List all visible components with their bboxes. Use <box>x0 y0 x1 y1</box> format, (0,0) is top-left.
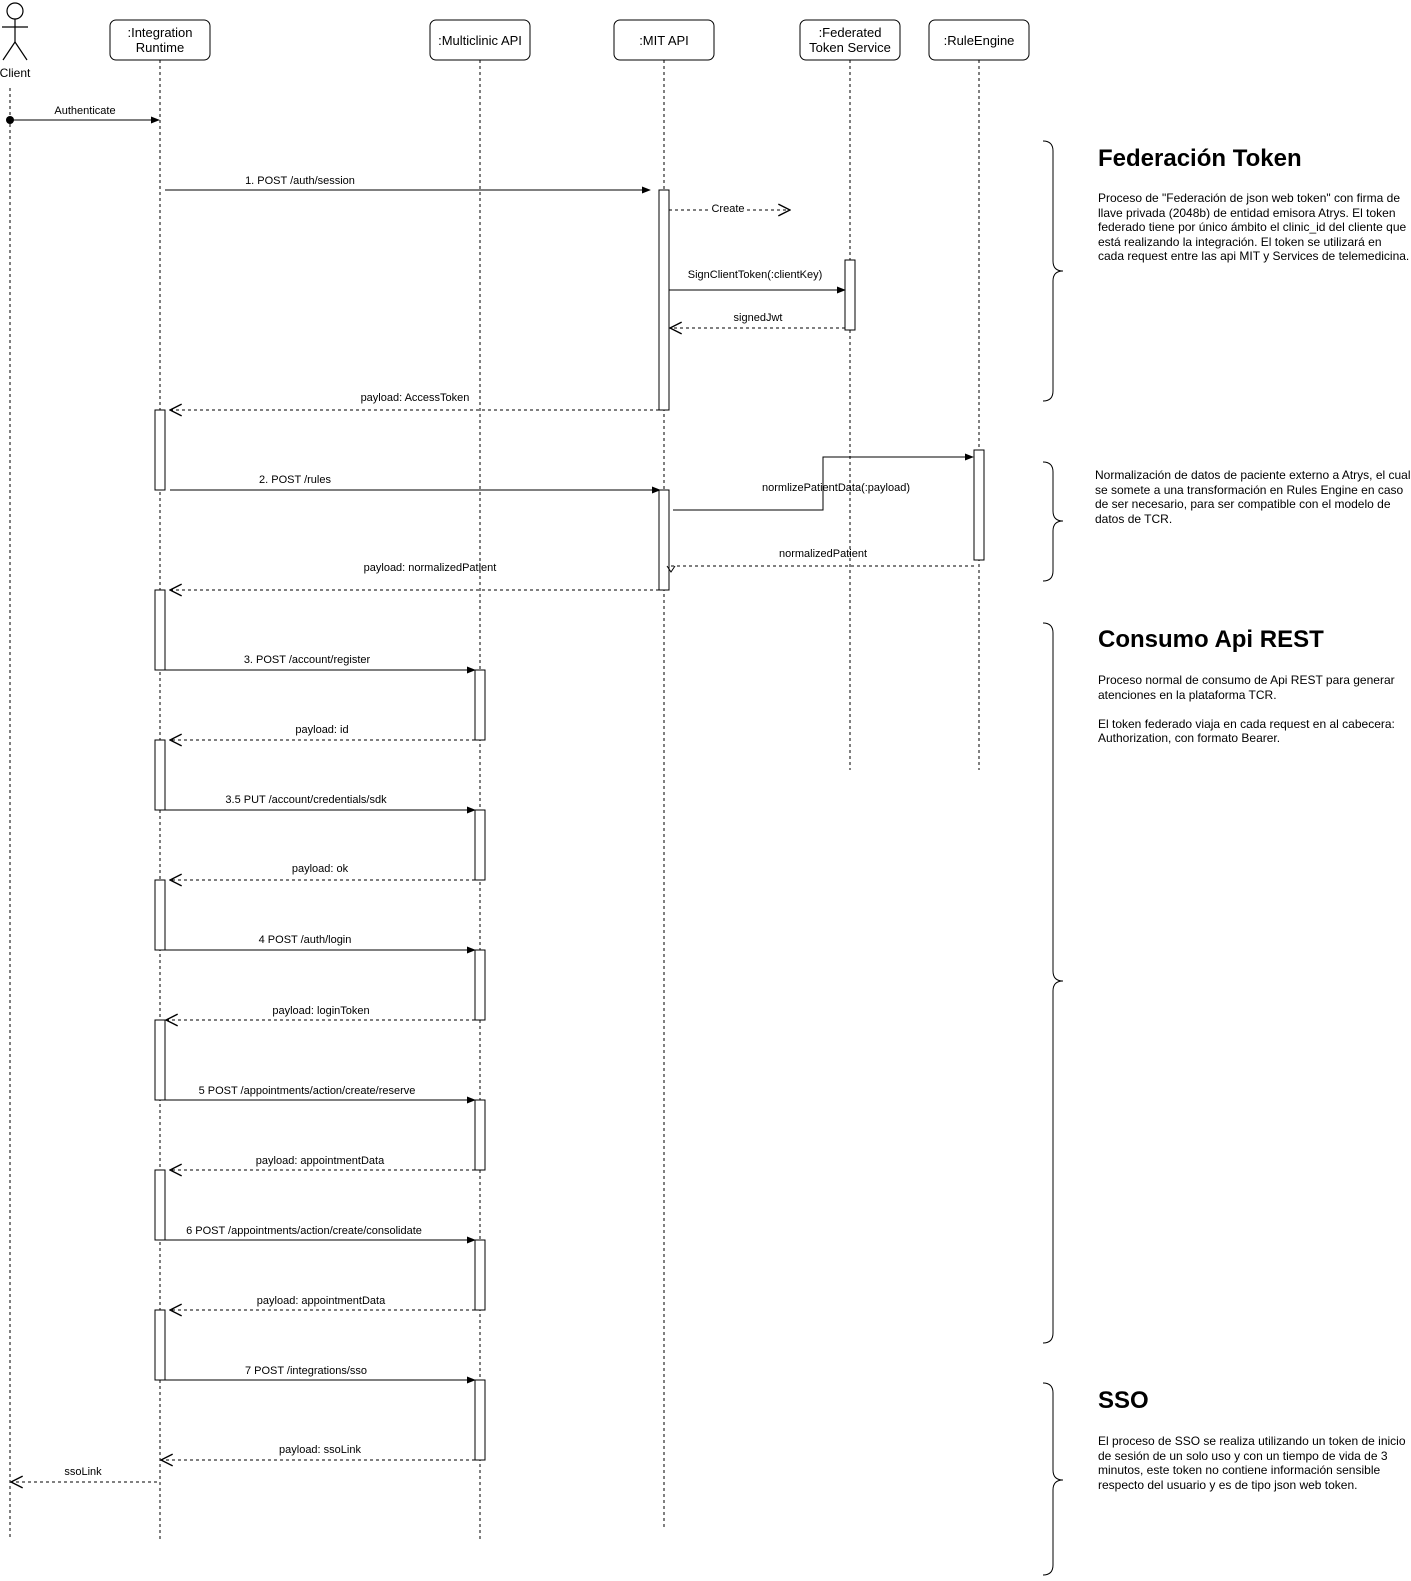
sign-client-token-label: SignClientToken(:clientKey) <box>688 269 823 281</box>
rule-engine-activation <box>973 449 985 561</box>
msg-6-label: 6 POST /appointments/action/create/conso… <box>186 1225 422 1237</box>
normalized-patient-arrowhead <box>666 565 676 573</box>
rule-engine-title: :RuleEngine <box>944 33 1015 48</box>
msg-3-label: 3. POST /account/register <box>244 654 371 666</box>
rule-engine-box <box>928 19 1030 61</box>
integration-runtime-activation-6 <box>154 1169 166 1241</box>
mit-api-activation-1 <box>658 189 670 411</box>
payload-id-label: payload: id <box>295 724 348 736</box>
multiclinic-api-title: :Multiclinic API <box>438 33 522 48</box>
payload-ok-label: payload: ok <box>292 863 349 875</box>
integration-runtime-activation-1 <box>154 409 166 491</box>
integration-runtime-activation-4 <box>154 879 166 951</box>
client-actor-icon <box>2 2 28 61</box>
create-label: Create <box>711 203 744 215</box>
sso-title: SSO <box>1098 1387 1149 1414</box>
multiclinic-api-activation-6 <box>474 1379 486 1461</box>
consumo-title: Consumo Api REST <box>1098 626 1324 653</box>
multiclinic-api-activation-1 <box>474 669 486 741</box>
federation-title: Federación Token <box>1098 145 1302 172</box>
client-label: Client <box>0 66 31 80</box>
normalized-patient-label: normalizedPatient <box>779 548 867 560</box>
integration-runtime-box <box>109 19 211 61</box>
federation-brace <box>1042 140 1064 402</box>
msg-2-label: 2. POST /rules <box>259 474 331 486</box>
normalize-patient-data-label: normlizePatientData(:payload) <box>762 482 910 494</box>
mit-api-activation-2 <box>658 489 670 591</box>
normalize-patient-data-arrow <box>673 453 974 511</box>
msg-4-label: 4 POST /auth/login <box>259 934 352 946</box>
multiclinic-api-activation-2 <box>474 809 486 881</box>
sso-brace <box>1042 1382 1064 1576</box>
federated-token-activation <box>844 259 856 331</box>
msg-7-label: 7 POST /integrations/sso <box>245 1365 367 1377</box>
access-token-return-label: payload: AccessToken <box>361 392 470 404</box>
payload-sso-link-label: payload: ssoLink <box>279 1444 361 1456</box>
federated-token-service-box <box>799 19 901 61</box>
authenticate-label: Authenticate <box>54 105 115 117</box>
msg-3-5-label: 3.5 PUT /account/credentials/sdk <box>225 794 387 806</box>
payload-login-token-label: payload: loginToken <box>272 1005 369 1017</box>
sso-link-label: ssoLink <box>64 1466 102 1478</box>
consumo-body: Proceso normal de consumo de Api REST pa… <box>1098 673 1395 745</box>
mit-api-box <box>613 19 715 61</box>
multiclinic-api-box <box>429 19 531 61</box>
signed-jwt-label: signedJwt <box>734 312 783 324</box>
msg-1-label: 1. POST /auth/session <box>245 175 355 187</box>
msg-5-label: 5 POST /appointments/action/create/reser… <box>199 1085 416 1097</box>
consumo-brace <box>1042 622 1064 1344</box>
integration-runtime-activation-7 <box>154 1309 166 1381</box>
integration-runtime-activation-2 <box>154 589 166 671</box>
integration-runtime-activation-3 <box>154 739 166 811</box>
sso-body: El proceso de SSO se realiza utilizando … <box>1098 1434 1406 1492</box>
federation-body: Proceso de "Federación de json web token… <box>1098 191 1410 263</box>
integration-runtime-activation-5 <box>154 1019 166 1101</box>
normalization-body: Normalización de datos de paciente exter… <box>1095 468 1411 526</box>
mit-api-title: :MIT API <box>639 33 689 48</box>
normalized-patient-return-label: payload: normalizedPatient <box>364 562 497 574</box>
normalization-brace <box>1042 461 1064 582</box>
payload-appointment-data-2-label: payload: appointmentData <box>257 1295 386 1307</box>
multiclinic-api-activation-5 <box>474 1239 486 1311</box>
multiclinic-api-activation-4 <box>474 1099 486 1171</box>
payload-appointment-data-1-label: payload: appointmentData <box>256 1155 385 1167</box>
multiclinic-api-activation-3 <box>474 949 486 1021</box>
